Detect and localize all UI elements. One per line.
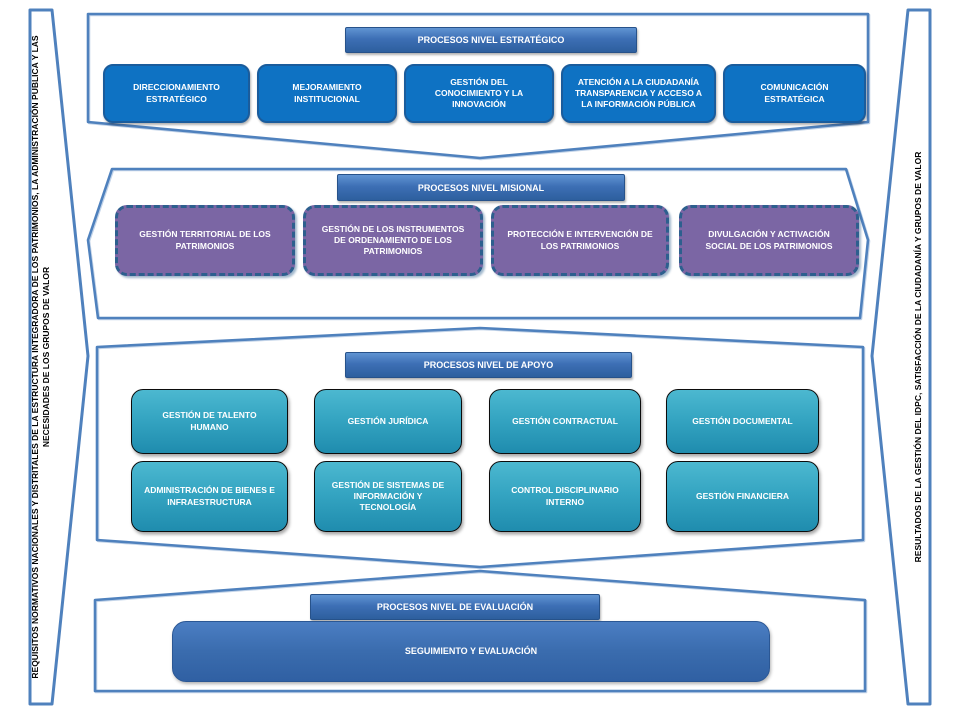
process-box-gestion-contractual[interactable]: GESTIÓN CONTRACTUAL <box>489 389 641 454</box>
process-box-direccionamiento-estrategico[interactable]: DIRECCIONAMIENTO ESTRATÉGICO <box>103 64 250 123</box>
strategic-band-header: PROCESOS NIVEL ESTRATÉGICO <box>345 27 637 53</box>
process-box-gestion-territorial[interactable]: GESTIÓN TERRITORIAL DE LOS PATRIMONIOS <box>115 205 295 276</box>
process-box-mejoramiento-institucional[interactable]: MEJORAMIENTO INSTITUCIONAL <box>257 64 397 123</box>
process-box-gestion-conocimiento-innovacion[interactable]: GESTIÓN DEL CONOCIMIENTO Y LA INNOVACIÓN <box>404 64 554 123</box>
process-box-seguimiento-evaluacion[interactable]: SEGUIMIENTO Y EVALUACIÓN <box>172 621 770 682</box>
process-box-gestion-talento-humano[interactable]: GESTIÓN DE TALENTO HUMANO <box>131 389 288 454</box>
process-box-instrumentos-ordenamiento[interactable]: GESTIÓN DE LOS INSTRUMENTOS DE ORDENAMIE… <box>303 205 483 276</box>
process-box-gestion-juridica[interactable]: GESTIÓN JURÍDICA <box>314 389 462 454</box>
strategic-band-header-label: PROCESOS NIVEL ESTRATÉGICO <box>417 35 565 45</box>
process-box-comunicacion-estrategica[interactable]: COMUNICACIÓN ESTRATÉGICA <box>723 64 866 123</box>
strategic-band-outline <box>86 12 870 160</box>
misional-band-outline <box>86 167 870 320</box>
process-box-atencion-ciudadania[interactable]: ATENCIÓN A LA CIUDADANÍA TRANSPARENCIA Y… <box>561 64 716 123</box>
right-output-banner: RESULTADOS DE LA GESTIÓN DEL IDPC, SATIS… <box>904 12 934 702</box>
right-output-banner-text: RESULTADOS DE LA GESTIÓN DEL IDPC, SATIS… <box>913 151 924 563</box>
apoyo-band-header: PROCESOS NIVEL DE APOYO <box>345 352 632 378</box>
process-box-control-disciplinario-interno[interactable]: CONTROL DISCIPLINARIO INTERNO <box>489 461 641 532</box>
process-box-proteccion-intervencion[interactable]: PROTECCIÓN E INTERVENCIÓN DE LOS PATRIMO… <box>491 205 669 276</box>
misional-band-header-label: PROCESOS NIVEL MISIONAL <box>417 182 545 193</box>
evaluacion-band-outline <box>93 569 867 693</box>
evaluacion-band-header: PROCESOS NIVEL DE EVALUACIÓN <box>310 594 600 620</box>
process-box-gestion-financiera[interactable]: GESTIÓN FINANCIERA <box>666 461 819 532</box>
process-box-sistemas-informacion-tecnologia[interactable]: GESTIÓN DE SISTEMAS DE INFORMACIÓN Y TEC… <box>314 461 462 532</box>
process-box-gestion-documental[interactable]: GESTIÓN DOCUMENTAL <box>666 389 819 454</box>
right-banner-shape <box>870 8 932 706</box>
left-input-banner: REQUISITOS NORMATIVOS NACIONALES Y DISTR… <box>19 12 63 702</box>
apoyo-band-header-label: PROCESOS NIVEL DE APOYO <box>423 360 554 370</box>
process-box-divulgacion-activacion[interactable]: DIVULGACIÓN Y ACTIVACIÓN SOCIAL DE LOS P… <box>679 205 859 276</box>
left-banner-shape <box>28 8 90 706</box>
misional-band-header: PROCESOS NIVEL MISIONAL <box>337 174 625 201</box>
process-box-administracion-bienes[interactable]: ADMINISTRACIÓN DE BIENES E INFRAESTRUCTU… <box>131 461 288 532</box>
evaluacion-band-header-label: PROCESOS NIVEL DE EVALUACIÓN <box>376 602 534 612</box>
apoyo-band-outline <box>95 326 865 569</box>
left-input-banner-text: REQUISITOS NORMATIVOS NACIONALES Y DISTR… <box>29 35 51 679</box>
